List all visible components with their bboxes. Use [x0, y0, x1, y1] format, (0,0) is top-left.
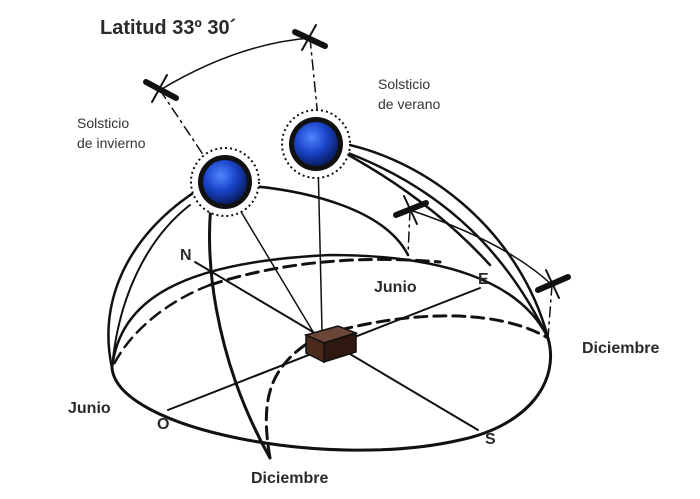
dome-outline-right: [318, 138, 550, 340]
winter-solstice-arc: [208, 178, 272, 460]
june-arc-left: [111, 204, 191, 369]
label-winter-solstice-2: de invierno: [77, 135, 146, 151]
june-arc-top: [238, 183, 410, 257]
dashdot-june: [407, 209, 411, 256]
label-north: N: [180, 247, 192, 264]
horizon-front: [110, 336, 553, 452]
ray-summer: [317, 159, 323, 331]
label-east: E: [478, 271, 489, 288]
label-summer-solstice-2: de verano: [378, 96, 440, 112]
building-cube-icon: [303, 325, 359, 364]
dashed-arc-top: [208, 257, 442, 287]
label-december-right: Diciembre: [582, 340, 659, 357]
dome-outline-left: [107, 178, 217, 370]
dashdot-winter: [159, 89, 211, 166]
title: Latitud 33º 30´: [100, 17, 236, 39]
dashdot-summer: [309, 37, 319, 119]
label-december-bottom: Diciembre: [251, 470, 328, 487]
label-june-top: Junio: [374, 279, 417, 296]
dashdot-december: [547, 284, 553, 339]
december-arc-right: [338, 148, 550, 340]
dashed-arc-bottom-left: [264, 343, 307, 460]
ray-winter: [239, 209, 319, 341]
horizon-back: [110, 253, 550, 370]
top-arc: [159, 37, 311, 91]
marker-summer-icon: [292, 24, 328, 51]
label-june-left: Junio: [68, 400, 111, 417]
label-winter-solstice-1: Solsticio: [77, 115, 129, 131]
dashed-arc-right: [338, 314, 550, 340]
marker-december-icon: [535, 269, 571, 299]
sun-winter-icon: [190, 147, 260, 217]
label-summer-solstice-1: Solsticio: [378, 76, 430, 92]
right-marker-arc: [409, 209, 553, 286]
label-south: S: [485, 431, 496, 448]
marker-winter-icon: [143, 74, 179, 103]
dashed-arc-left: [110, 283, 212, 370]
marker-june-icon: [393, 195, 429, 225]
label-west: O: [157, 416, 169, 433]
sun-summer-icon: [281, 109, 351, 179]
